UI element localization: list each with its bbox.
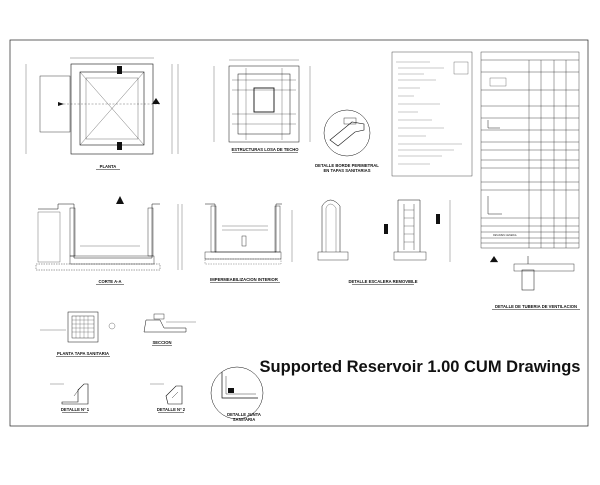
- seccion-label: SECCION: [152, 340, 171, 345]
- junta-label-2: SANITARIA: [233, 417, 256, 422]
- tuberia-label: DETALLE DE TUBERIA DE VENTILACION: [495, 304, 577, 309]
- corte-view: [35, 196, 183, 271]
- detalle1-label: DETALLE Nº 1: [61, 407, 90, 412]
- planta-tapa-view: [40, 311, 116, 343]
- escalera-view: [317, 199, 451, 262]
- planta-label: PLANTA: [100, 164, 117, 169]
- drawing-title: Supported Reservoir 1.00 CUM Drawings: [260, 358, 581, 376]
- detalle-borde-view: [323, 109, 371, 157]
- specifications-notes: [391, 51, 473, 177]
- table-summary-label: RESUMEN GENERAL: [493, 234, 518, 237]
- detalle2-view: [150, 383, 183, 405]
- detalle1-view: [50, 383, 89, 405]
- planta-view: [25, 57, 179, 155]
- detalle2-label: DETALLE Nº 2: [157, 407, 186, 412]
- corte-label: CORTE A-A: [98, 279, 121, 284]
- escalera-label: DETALLE ESCALERA REMOVIBLE: [348, 279, 417, 284]
- sheet-border: [9, 39, 589, 427]
- junta-label-1: DETALLE JUNTA: [227, 412, 261, 417]
- planta-tapa-label: PLANTA TAPA SANITARIA: [57, 351, 109, 356]
- quantity-table: [480, 51, 580, 249]
- detalle-borde-label-2: EN TAPAS SANITARIAS: [324, 168, 371, 173]
- impermeabilizacion-label: IMPERMEABILIZACION INTERIOR: [210, 277, 278, 282]
- tuberia-view: [490, 256, 575, 291]
- detalle-borde-label-1: DETALLE BORDE PERIMETRAL: [315, 163, 379, 168]
- impermeabilizacion-view: [204, 203, 293, 265]
- seccion-view: [143, 313, 196, 333]
- junta-view: [210, 366, 264, 420]
- estructuras-label: ESTRUCTURAS LOSA DE TECHO: [231, 147, 299, 152]
- estructuras-view: [213, 59, 311, 143]
